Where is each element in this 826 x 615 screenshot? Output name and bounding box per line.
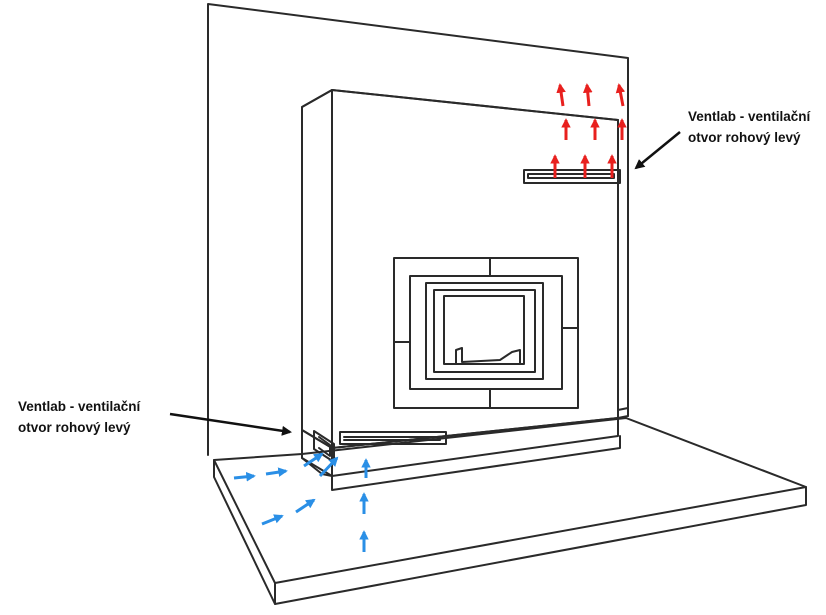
fireplace-plinth-foot: [301, 435, 621, 491]
fireplace-front-face: [331, 89, 619, 449]
blue-arrow-icon: [265, 467, 288, 477]
bottom-vent-grille-front-slot: [343, 436, 441, 441]
fire-door-glass: [443, 295, 525, 365]
blue-arrow-icon: [318, 456, 339, 478]
fire-door-inner: [433, 289, 536, 373]
fireplace-top-edge: [301, 89, 619, 121]
red-arrow-up-icon: [615, 83, 626, 107]
blue-arrow-icon: [303, 452, 324, 468]
floor-platform-top: [213, 417, 807, 584]
top-vent-label-line1: Ventlab - ventilační: [688, 109, 811, 124]
top-vent-grille-outer: [523, 169, 621, 184]
floor-platform-edge: [213, 459, 807, 605]
black-pointer-arrow-icon: [634, 131, 681, 170]
blue-arrow-icon: [295, 498, 316, 514]
black-pointer-arrow-icon: [169, 412, 292, 436]
blue-arrow-icon: [233, 471, 256, 482]
red-arrow-up-icon: [582, 83, 593, 107]
top-vent-label: Ventlab - ventilační otvor rohový levý: [688, 106, 810, 148]
back-wall: [207, 3, 629, 456]
fire-door-outer: [425, 282, 544, 380]
fireplace-plinth-front: [331, 417, 619, 477]
red-arrow-up-icon: [556, 83, 566, 107]
firebox-outer-frame: [393, 257, 579, 409]
fireplace-right-edge-ledge: [617, 407, 629, 419]
blue-arrow-icon: [261, 514, 284, 526]
bottom-vent-label-line2: otvor rohový levý: [18, 420, 131, 435]
bottom-vent-label-line1: Ventlab - ventilační: [18, 399, 141, 414]
bottom-vent-grille-corner-slot: [318, 436, 331, 457]
top-vent-label-line2: otvor rohový levý: [688, 130, 801, 145]
bottom-vent-label: Ventlab - ventilační otvor rohový levý: [18, 396, 140, 438]
top-vent-grille-inner: [527, 173, 615, 179]
fireplace-side-face: [301, 89, 333, 449]
firebox-middle-frame: [409, 275, 563, 390]
bottom-vent-grille-front: [339, 431, 447, 445]
firebox-grate: [455, 347, 521, 365]
